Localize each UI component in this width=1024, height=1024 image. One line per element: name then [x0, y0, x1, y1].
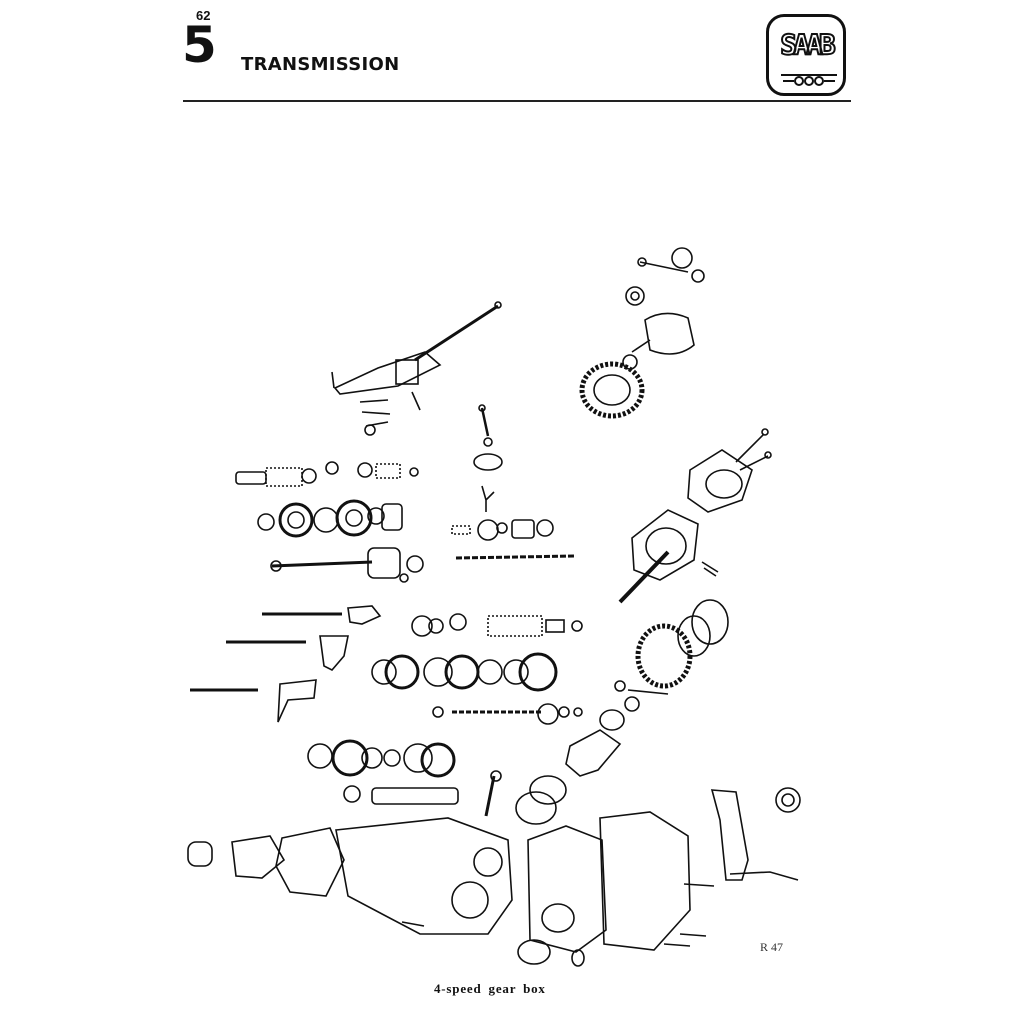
differential-assembly — [579, 247, 705, 419]
page-number: 62 — [196, 8, 211, 23]
primary-shaft-parts — [235, 461, 424, 583]
final-drive — [515, 599, 729, 825]
header-rule — [183, 100, 851, 102]
figure-reference-code: R 47 — [760, 940, 784, 954]
gearbox-casing — [187, 787, 801, 967]
logo-emblem-icon — [781, 74, 837, 86]
selector-parts — [451, 404, 577, 560]
logo-lettering: SAAB — [779, 28, 836, 61]
drive-shaft-assembly — [618, 428, 772, 604]
countershaft-gears — [371, 613, 583, 725]
shift-rods — [190, 605, 382, 723]
section-title: TRANSMISSION — [241, 54, 400, 75]
layshaft-parts — [307, 739, 502, 817]
section-number: 5 — [182, 16, 217, 74]
saab-logo: SAAB — [766, 14, 846, 96]
figure-caption: 4-speed gear box — [434, 981, 546, 996]
shift-linkage — [331, 301, 502, 436]
